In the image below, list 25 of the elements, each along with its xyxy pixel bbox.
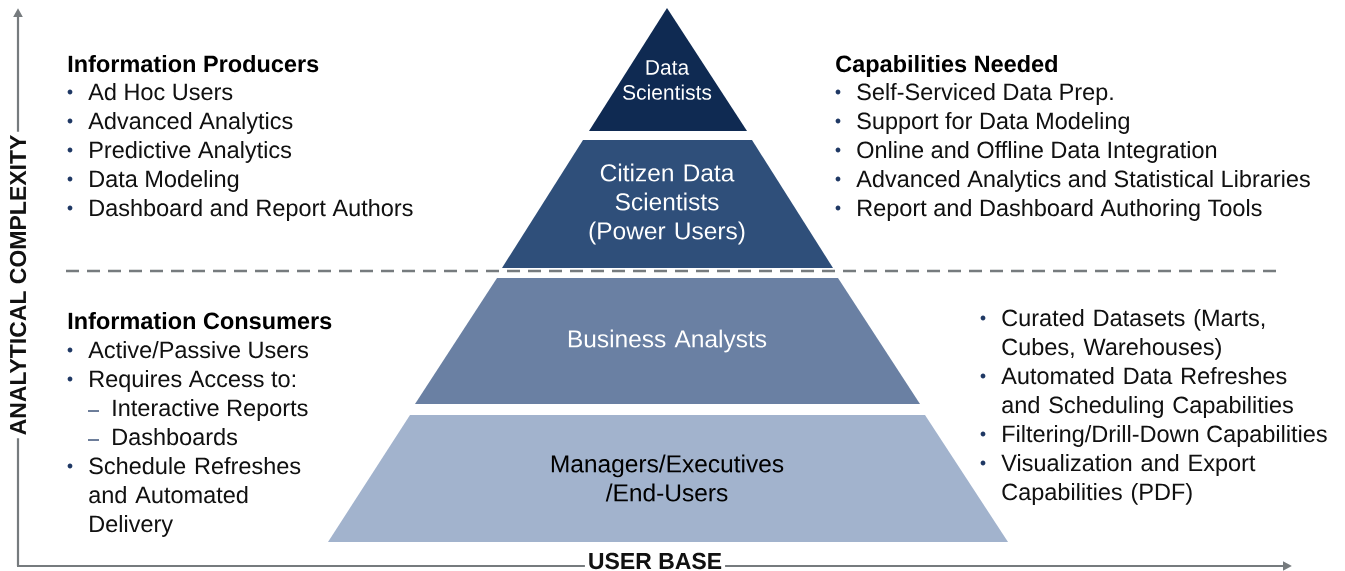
sub-item: Dashboards [87, 428, 238, 446]
bullet-item: Schedule Refreshes and Automated Delivery [67, 457, 301, 537]
pyramid-level: Data Scientists [589, 8, 747, 131]
axis-title: USER BASE [584, 549, 726, 571]
bullet-item: Ad Hoc Users [67, 83, 233, 101]
bullet-item: Self-Serviced Data Prep. [835, 83, 1113, 105]
bullet-item: Curated Datasets (Marts, Cubes, Warehouses) [980, 309, 1265, 360]
bullet-item: Dashboard and Report Authors [67, 199, 413, 221]
bullet-item: Online and Offline Data Integration [835, 141, 1217, 163]
bullet-item: Predictive Analytics [67, 141, 292, 163]
pyramid-level: Business Analysts [415, 278, 920, 404]
bullet-item: Advanced Analytics [67, 112, 293, 134]
pyramid-level: Citizen Data Scientists (Power Users) [502, 140, 833, 268]
list-heading: Information Consumers [68, 312, 332, 330]
bullet-item: Active/Passive Users [67, 341, 308, 359]
bullet-item: Support for Data Modeling [835, 112, 1129, 134]
bullet-item: Report and Dashboard Authoring Tools [835, 199, 1262, 221]
bullet-item: Automated Data Refreshes and Scheduling Capabilities [980, 367, 1293, 418]
sub-item: Interactive Reports [87, 399, 308, 421]
axis-title: ANALYTICAL COMPLEXITY [6, 131, 30, 439]
bullet-item: Data Modeling [67, 170, 239, 192]
bullet-item: Advanced Analytics and Statistical Libraries [835, 170, 1310, 192]
bullet-item: Requires Access to: [67, 370, 295, 392]
list-heading: Information Producers [68, 55, 319, 73]
list-heading: Capabilities Needed [836, 55, 1057, 77]
